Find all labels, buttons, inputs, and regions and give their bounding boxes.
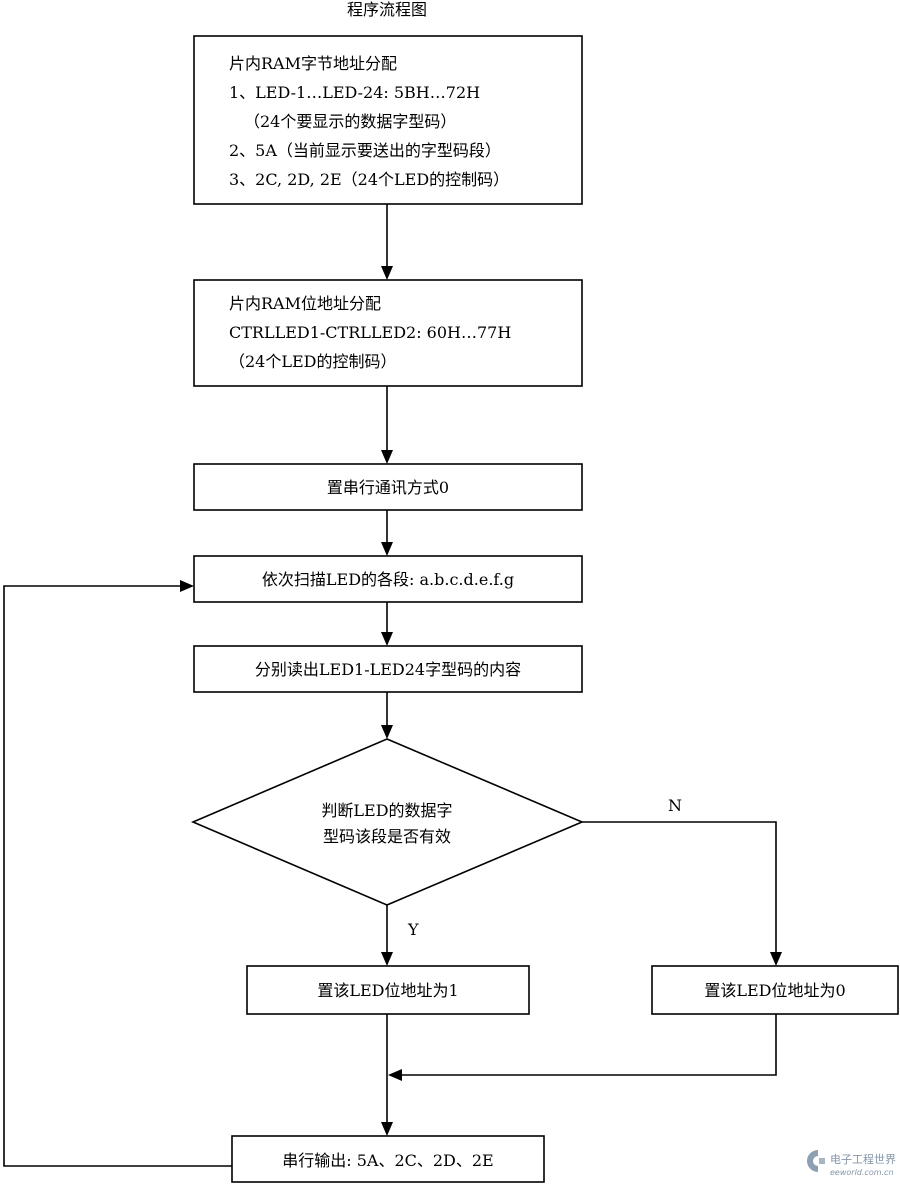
ram-bit-line-3: （24个LED的控制码） — [229, 352, 397, 371]
diagram-title: 程序流程图 — [347, 0, 427, 19]
logo-site: eeworld.com.cn — [830, 1168, 894, 1177]
ram-byte-line-4: 2、5A（当前显示要送出的字型码段） — [229, 141, 501, 160]
decision-line-2: 型码该段是否有效 — [323, 827, 451, 846]
arrowhead — [381, 266, 393, 280]
arrowhead — [381, 542, 393, 556]
no-connector — [582, 821, 777, 954]
scan-segments-box: 依次扫描LED的各段: a.b.c.d.e.f.g — [193, 555, 583, 603]
arrowhead — [381, 952, 393, 966]
set-bit-1-box: 置该LED位地址为1 — [246, 965, 530, 1015]
logo-mark-icon — [807, 1150, 818, 1172]
set-bit-0-label: 置该LED位地址为0 — [704, 981, 845, 1000]
eeworld-logo: 电子工程世界 eeworld.com.cn — [807, 1150, 896, 1177]
arrowhead — [381, 450, 393, 464]
ram-bit-line-1: 片内RAM位地址分配 — [229, 294, 381, 313]
ram-bit-allocation-box: 片内RAM位地址分配 CTRLLED1-CTRLLED2: 60H…77H （2… — [193, 279, 583, 387]
read-codes-label: 分别读出LED1-LED24字型码的内容 — [255, 660, 521, 679]
ram-byte-allocation-box: 片内RAM字节地址分配 1、LED-1…LED-24: 5BH…72H （24个… — [193, 35, 583, 205]
ram-byte-line-3: （24个要显示的数据字型码） — [244, 112, 456, 131]
arrowhead — [381, 632, 393, 646]
set-bit-0-box: 置该LED位地址为0 — [651, 965, 899, 1015]
arrowhead — [388, 1069, 402, 1081]
read-codes-box: 分别读出LED1-LED24字型码的内容 — [193, 645, 583, 693]
merge-connector — [402, 1014, 777, 1076]
serial-mode-box: 置串行通讯方式0 — [193, 463, 583, 511]
ram-bit-line-2: CTRLLED1-CTRLLED2: 60H…77H — [229, 323, 511, 342]
logo-title: 电子工程世界 — [830, 1153, 896, 1166]
arrowhead — [381, 1122, 393, 1136]
arrowhead — [770, 952, 782, 966]
ram-byte-line-1: 片内RAM字节地址分配 — [229, 54, 397, 73]
decision-diamond: 判断LED的数据字 型码该段是否有效 — [190, 738, 585, 906]
arrowhead — [381, 725, 393, 739]
scan-segments-label: 依次扫描LED的各段: a.b.c.d.e.f.g — [262, 570, 514, 589]
serial-output-label: 串行输出: 5A、2C、2D、2E — [282, 1151, 494, 1170]
no-label: N — [668, 796, 682, 815]
set-bit-1-label: 置该LED位地址为1 — [317, 981, 458, 1000]
arrowhead — [180, 580, 194, 592]
loop-back-connector — [3, 585, 232, 1167]
serial-mode-label: 置串行通讯方式0 — [327, 478, 449, 497]
logo-mark-bar — [819, 1158, 825, 1164]
yes-label: Y — [407, 920, 419, 939]
decision-line-1: 判断LED的数据字 — [321, 801, 452, 820]
serial-output-box: 串行输出: 5A、2C、2D、2E — [231, 1135, 545, 1183]
ram-byte-line-5: 3、2C, 2D, 2E（24个LED的控制码） — [229, 170, 509, 189]
ram-byte-line-2: 1、LED-1…LED-24: 5BH…72H — [229, 83, 480, 102]
